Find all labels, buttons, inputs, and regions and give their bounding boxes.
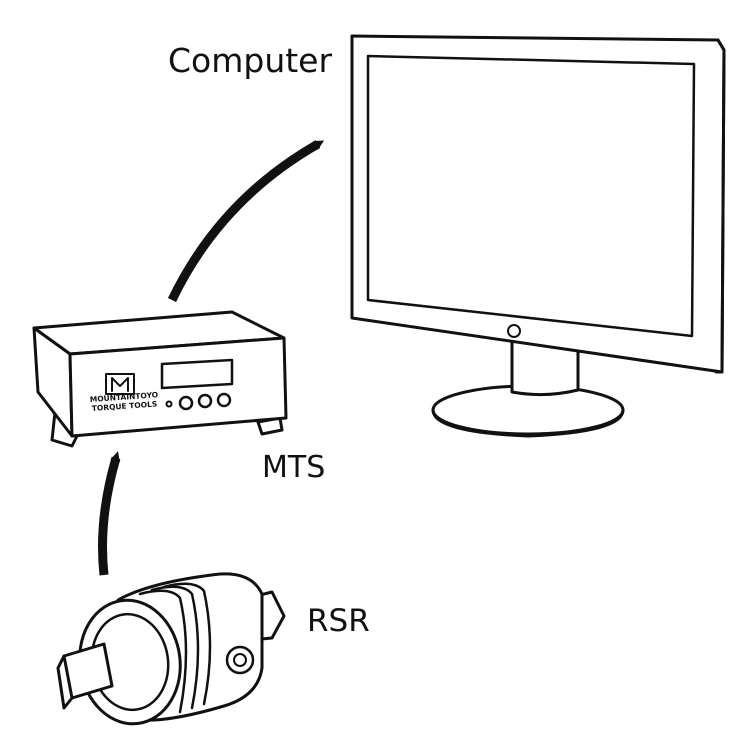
monitor-icon	[350, 34, 726, 438]
mts-button-1	[165, 400, 173, 408]
arrow-rsr-to-mts	[98, 451, 121, 576]
monitor-screen	[366, 54, 696, 338]
mts-button-2	[178, 395, 194, 411]
mts-display	[160, 358, 234, 390]
monitor-power-icon	[507, 324, 521, 338]
monitor-stand-neck	[510, 338, 580, 397]
rsr-square-drive	[62, 642, 114, 700]
mts-device-icon	[32, 310, 288, 448]
rsr-label: RSR	[307, 603, 370, 639]
mts-logo-icon	[105, 373, 135, 395]
rsr-sensor-icon	[56, 572, 286, 726]
computer-label: Computer	[168, 41, 333, 80]
arrow-mts-to-computer	[167, 140, 325, 302]
mts-button-3	[197, 393, 213, 409]
mts-button-4	[216, 392, 232, 408]
mts-label: MTS	[262, 450, 326, 485]
